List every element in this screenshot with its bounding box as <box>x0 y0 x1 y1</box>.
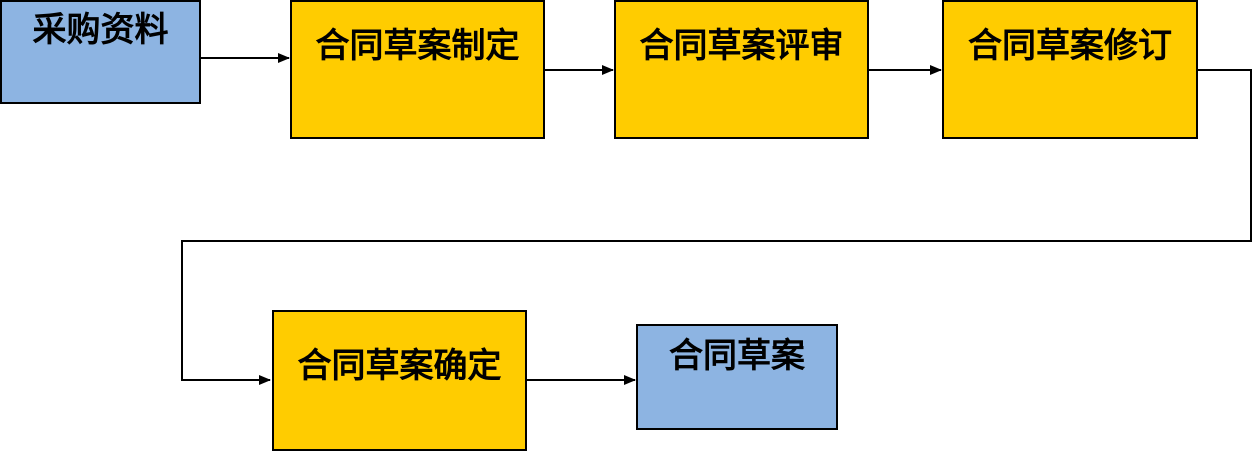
node-contract-draft-drafting-label: 合同草案制定 <box>315 26 520 66</box>
node-contract-draft-confirmation: 合同草案确定 <box>272 310 527 451</box>
node-contract-draft-label: 合同草案 <box>669 336 805 376</box>
node-procurement-data-label: 采购资料 <box>32 10 169 50</box>
node-contract-draft: 合同草案 <box>636 324 838 430</box>
node-contract-draft-review: 合同草案评审 <box>614 0 869 139</box>
node-procurement-data: 采购资料 <box>0 0 201 104</box>
node-contract-draft-review-label: 合同草案评审 <box>639 26 844 66</box>
node-contract-draft-drafting: 合同草案制定 <box>290 0 545 139</box>
node-contract-draft-confirmation-label: 合同草案确定 <box>297 346 502 386</box>
node-contract-draft-revision: 合同草案修订 <box>942 0 1198 139</box>
node-contract-draft-revision-label: 合同草案修订 <box>968 26 1172 66</box>
